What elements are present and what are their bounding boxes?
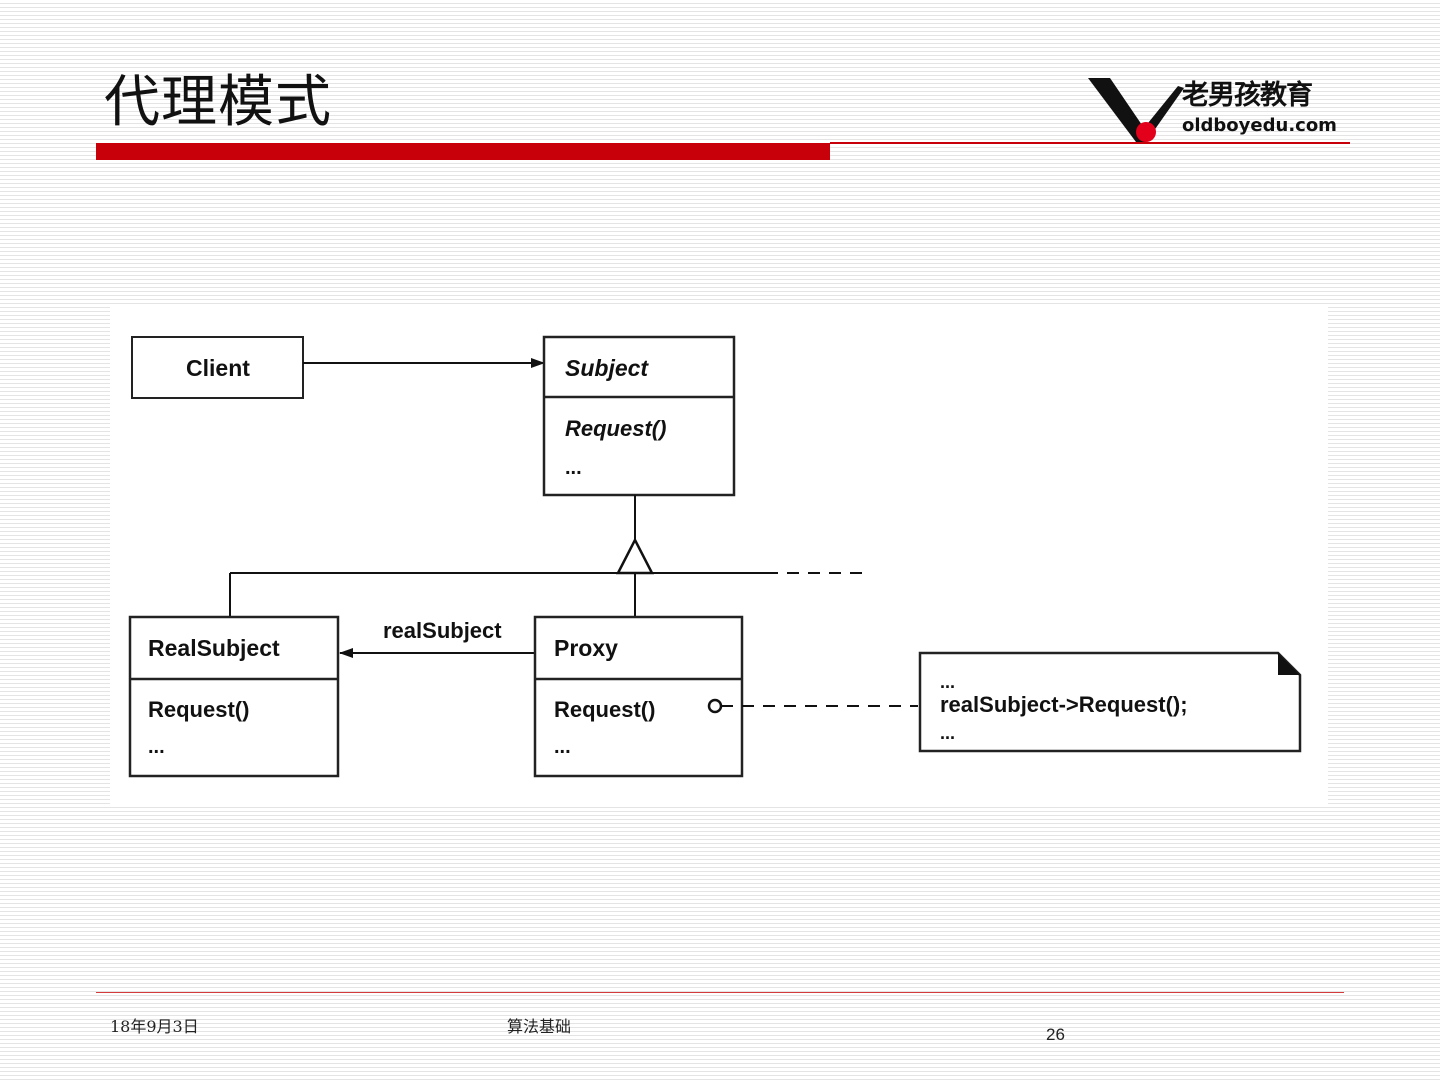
note-connector — [707, 698, 918, 714]
footer-course-title: 算法基础 — [507, 1017, 572, 1036]
note-line-3: ... — [940, 723, 955, 743]
subject-class-name: Subject — [565, 355, 649, 381]
proxy-class-name: Proxy — [554, 635, 618, 661]
realsubject-class-box: RealSubject Request() ... — [128, 615, 340, 778]
subject-class-box: Subject Request() ... — [542, 335, 736, 497]
brand-logo: 老男孩教育 oldboyedu.com — [1086, 76, 1350, 146]
logo-v-mark-icon — [1088, 78, 1184, 142]
note-line-1: ... — [940, 672, 955, 692]
client-class-name: Client — [186, 355, 250, 381]
implementation-note: ... realSubject->Request(); ... — [918, 651, 1302, 753]
uml-diagram-canvas: Client Subject Request() ... RealSubject — [128, 335, 1302, 778]
association-label: realSubject — [383, 618, 502, 643]
proxy-class-box: Proxy Request() ... — [533, 615, 744, 778]
logo-domain: oldboyedu.com — [1182, 115, 1337, 136]
footer-date: 18年9月3日 — [110, 1017, 199, 1036]
title-underline-thin — [830, 142, 1350, 144]
title-underline-thick — [96, 143, 830, 160]
client-class-box: Client — [131, 336, 304, 399]
realsubject-ellipsis: ... — [148, 736, 165, 758]
slide-title: 代理模式 — [104, 70, 332, 135]
logo-name-cn: 老男孩教育 — [1182, 80, 1313, 111]
realsubject-operation: Request() — [148, 697, 249, 722]
note-line-2: realSubject->Request(); — [940, 692, 1188, 717]
uml-diagram: Client Subject Request() ... RealSubject — [110, 306, 1328, 804]
footer-page-number: 26 — [1046, 1025, 1065, 1044]
inheritance-generalization — [229, 495, 862, 617]
footer-divider — [96, 992, 1344, 993]
note-fold-corner-icon — [1278, 653, 1300, 675]
proxy-ellipsis: ... — [554, 736, 571, 758]
realsubject-class-name: RealSubject — [148, 635, 280, 661]
subject-ellipsis: ... — [565, 457, 582, 479]
proxy-operation: Request() — [554, 697, 655, 722]
subject-operation: Request() — [565, 416, 666, 441]
